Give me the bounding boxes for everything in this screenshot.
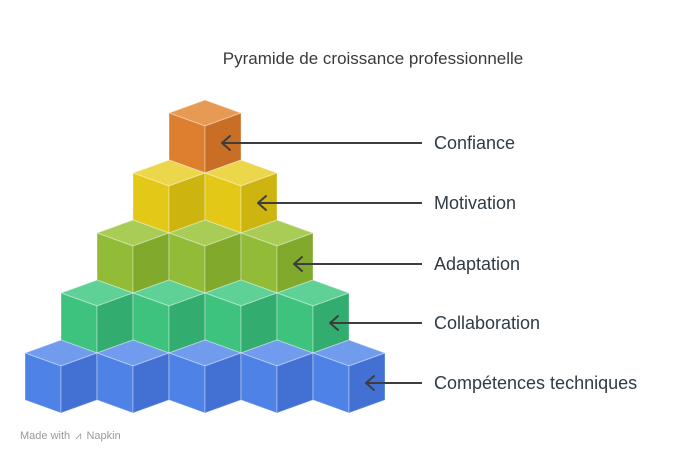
footer-brand: Napkin bbox=[86, 430, 121, 442]
level-label-confiance: Confiance bbox=[434, 133, 516, 153]
arrow-head-icon bbox=[221, 135, 231, 151]
level-label-competences-techniques: Compétences techniques bbox=[434, 373, 638, 393]
footer-prefix: Made with bbox=[20, 430, 71, 442]
arrow-head-icon bbox=[293, 256, 303, 272]
level-label-motivation: Motivation bbox=[434, 193, 517, 213]
arrow-head-icon bbox=[329, 315, 339, 331]
diagram-title: Pyramide de croissance professionnelle bbox=[222, 49, 524, 68]
arrow-head-icon bbox=[365, 375, 375, 391]
level-label-collaboration: Collaboration bbox=[434, 313, 541, 333]
made-with-napkin-footer: Made with ⩘ Napkin bbox=[20, 430, 121, 443]
arrow-head-icon bbox=[257, 195, 267, 211]
napkin-logo-icon: ⩘ bbox=[75, 430, 82, 442]
level-label-adaptation: Adaptation bbox=[434, 254, 521, 274]
